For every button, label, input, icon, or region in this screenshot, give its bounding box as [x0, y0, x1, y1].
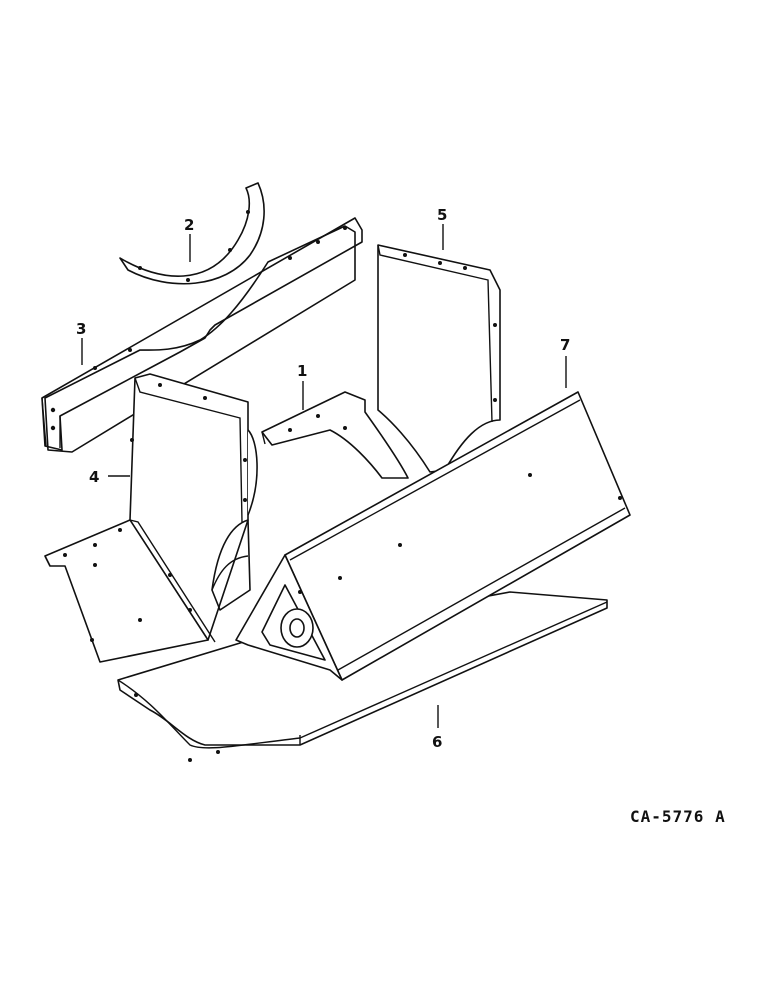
part-5-right-panel — [377, 244, 501, 473]
part-1-center-bracket — [261, 391, 409, 479]
callout-6: 6 — [432, 733, 442, 751]
callout-1: 1 — [297, 362, 307, 380]
part-4-left-panel — [44, 373, 258, 663]
part-2-curved-band — [119, 182, 265, 285]
callout-7: 7 — [560, 336, 570, 354]
callout-4: 4 — [89, 468, 99, 486]
part-7-trough — [235, 391, 631, 681]
callout-3: 3 — [76, 320, 86, 338]
drawing-code: CA-5776 A — [630, 807, 726, 826]
callout-5: 5 — [437, 206, 447, 224]
part-3-bar — [41, 217, 363, 453]
callout-2: 2 — [184, 216, 194, 234]
